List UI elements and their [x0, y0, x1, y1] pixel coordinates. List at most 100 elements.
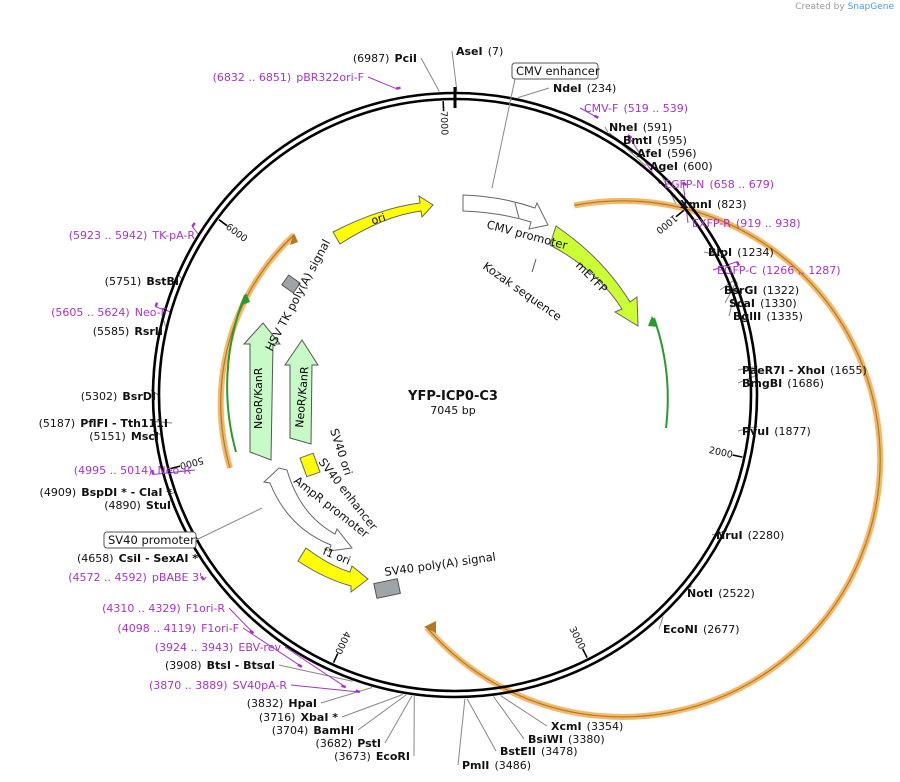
primer-mark [154, 302, 159, 308]
cmv-promoter-divider [514, 202, 520, 219]
site-position: (919 .. 938) [736, 217, 801, 230]
site-position: (3380) [568, 733, 605, 746]
tick-mark [732, 454, 743, 458]
site-leader [451, 50, 458, 92]
primer-mark [297, 663, 303, 668]
site-leader [658, 616, 664, 630]
orf-arc-green-right-arrowhead [648, 316, 658, 327]
site-position: (4890) [104, 499, 141, 512]
site-leader [712, 261, 738, 271]
enzyme-site-label: EcoNI (2677) [663, 618, 740, 637]
site-name: pBR322ori-F [296, 71, 364, 84]
orf-arc-left-arrowhead [290, 233, 298, 245]
enzyme-site-label: (4658) CsiI - SexAI * [77, 547, 198, 566]
primer-mark [395, 86, 401, 90]
site-position: (3870 .. 3889) [149, 679, 228, 692]
enzyme-site-label: BsrGI (1322) [724, 279, 799, 298]
site-leader [493, 696, 525, 740]
primer-mark [249, 629, 255, 635]
site-name: NheI [609, 121, 638, 134]
site-position: (5187) [39, 417, 76, 430]
site-position: (3908) [165, 659, 202, 672]
primer-label: (6832 .. 6851) pBR322ori-F [213, 66, 364, 85]
site-name: HpaI [288, 697, 317, 710]
enzyme-site-label: PvuI (1877) [742, 420, 811, 439]
enzyme-site-label: BstEII (3478) [500, 740, 578, 759]
site-name: StuI [146, 499, 171, 512]
site-leader [420, 57, 440, 92]
orf-arc-green-right [653, 317, 669, 429]
primer-label: (5605 .. 5624) Neo-F [51, 301, 167, 320]
site-position: (6987) [353, 52, 390, 65]
sv40-promoter-leader [195, 507, 263, 541]
neo-kanr-arrow-inner [284, 339, 319, 445]
site-position: (2280) [748, 529, 785, 542]
site-position: (823) [717, 198, 747, 211]
site-position: (600) [683, 160, 713, 173]
primer-label: (3870 .. 3889) SV40pA-R [149, 674, 287, 693]
site-position: (3354) [587, 720, 624, 733]
tick-mark [332, 653, 339, 664]
site-name: BspDI * - ClaI * [81, 486, 172, 499]
tick-label: 3000 [566, 625, 587, 652]
plasmid-length: 7045 bp [430, 404, 475, 417]
feature-label-neo-kanr-outer: NeoR/KanR [252, 367, 265, 429]
site-leader [728, 282, 738, 317]
primer-mark [341, 684, 347, 689]
site-leader [466, 698, 497, 752]
ori-arrow [332, 194, 434, 245]
site-position: (4098 .. 4119) [117, 622, 196, 635]
primer-label: (4995 .. 5014) Neo-R [74, 459, 192, 478]
enzyme-site-label: BmtI (595) [623, 129, 687, 148]
site-name: AseI [456, 45, 483, 58]
enzyme-site-label: XmnI (823) [680, 193, 747, 212]
site-position: (1686) [787, 377, 824, 390]
enzyme-site-label: XcmI (3354) [551, 715, 623, 734]
enzyme-site-label: (3832) HpaI [247, 692, 317, 711]
site-name: RsrII [134, 325, 163, 338]
site-name: XbaI * [301, 711, 339, 724]
site-leader [278, 664, 353, 682]
site-position: (4909) [40, 486, 77, 499]
site-position: (6832 .. 6851) [213, 71, 292, 84]
site-name: BamHI [313, 724, 354, 737]
primer-mark [200, 575, 205, 581]
tick-label: 1000 [654, 212, 680, 236]
snapgene-credit: Created by SnapGene [795, 2, 894, 12]
site-position: (4995 .. 5014) [74, 464, 153, 477]
enzyme-site-label: (3908) BtsI - BtsαI [165, 654, 275, 673]
site-position: (1877) [774, 425, 811, 438]
cmv-promoter-arrow [462, 194, 549, 230]
site-leader [341, 694, 403, 718]
site-name: F1ori-F [201, 622, 239, 635]
cmv-enhancer-label: CMV enhancer [516, 64, 600, 78]
site-position: (7) [488, 45, 504, 58]
enzyme-site-label: (5151) MscI [89, 425, 159, 444]
site-name: BstBI [146, 275, 179, 288]
primer-label: EGFP-N (658 .. 679) [664, 173, 774, 192]
enzyme-site-label: NdeI (234) [553, 77, 616, 96]
primer-label: EXFP-R (919 .. 938) [692, 212, 800, 231]
site-leader [367, 76, 397, 90]
site-position: (234) [587, 82, 617, 95]
site-name: EXFP-R [692, 217, 731, 230]
sv40-ori-box [299, 452, 321, 478]
meyfp-arrow [549, 225, 639, 327]
site-leader [228, 607, 254, 634]
site-name: PciI [395, 52, 417, 65]
site-name: EcoNI [663, 623, 698, 636]
site-position: (5605 .. 5624) [51, 306, 130, 319]
feature-label-kozak-sequence: Kozak sequence [480, 259, 564, 324]
site-position: (1335) [766, 310, 803, 323]
enzyme-site-label: AseI (7) [456, 40, 503, 59]
primer-label: CMV-F (519 .. 539) [584, 97, 688, 116]
ampr-promoter-arrow [262, 467, 353, 552]
site-position: (591) [643, 121, 673, 134]
site-name: AgeI [650, 160, 678, 173]
enzyme-site-label: ScaI (1330) [729, 292, 797, 311]
enzyme-site-label: (3673) EcoRI [334, 745, 410, 764]
site-name: EGFP-C [717, 264, 757, 277]
feature-label-cmv-promoter: CMV promoter [485, 217, 569, 252]
hsv-tk-polya-box [281, 274, 301, 294]
kozak-marker [531, 258, 537, 273]
